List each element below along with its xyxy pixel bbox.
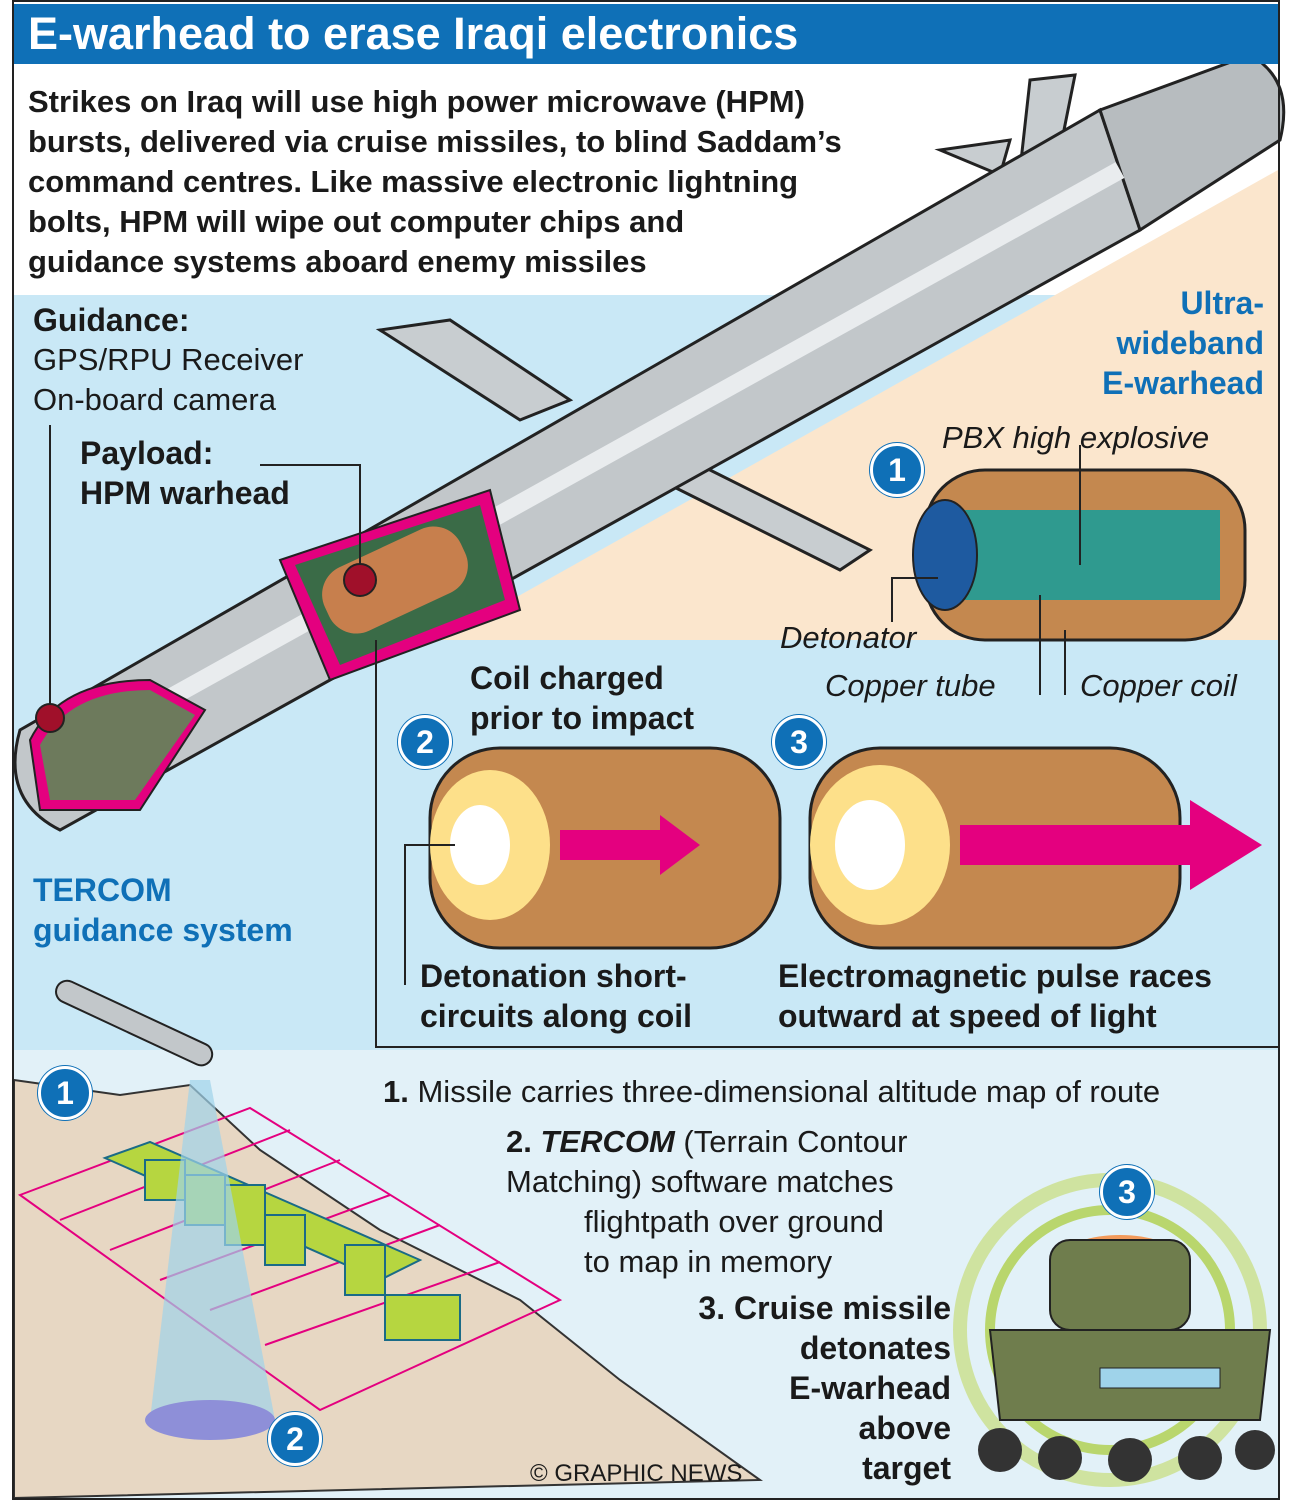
stage-2-caption: Coil charged prior to impact [470, 658, 694, 738]
step-text: Missile carries three-dimensional altitu… [417, 1074, 1161, 1109]
step-number: 1. [383, 1074, 409, 1109]
frame [12, 0, 1280, 1500]
warhead-label: Ultra- wideband E-warhead [1102, 283, 1264, 403]
intro-line: bolts, HPM will wipe out computer chips … [28, 204, 685, 239]
warhead-cylinder-3 [808, 746, 1262, 950]
stage-2-badge: 2 [398, 715, 452, 769]
copper-tube-label: Copper tube [825, 668, 996, 703]
intro-line: bursts, delivered via cruise missiles, t… [28, 124, 842, 159]
intro-line: Strikes on Iraq will use high power micr… [28, 84, 805, 119]
step-text: above [858, 1410, 951, 1446]
tercom-marker-2: 2 [268, 1412, 322, 1466]
detonator-label: Detonator [780, 620, 917, 655]
tercom-heading-line: TERCOM [33, 872, 172, 908]
step-text: (Terrain Contour [674, 1124, 908, 1159]
sensor-beam [150, 1080, 275, 1420]
stage-3-badge: 3 [772, 715, 826, 769]
payload-line: HPM warhead [80, 475, 290, 511]
warhead-label-line: Ultra- [1180, 285, 1264, 321]
intro-line: command centres. Like massive electronic… [28, 164, 799, 199]
guidance-heading: Guidance: [33, 302, 190, 338]
tercom-marker-1: 1 [38, 1066, 92, 1120]
payload-heading: Payload: [80, 435, 214, 471]
description-line: outward at speed of light [778, 998, 1157, 1034]
step-text: Matching) software matches [506, 1164, 894, 1199]
warhead-cylinder-2 [404, 746, 782, 985]
caption-line: prior to impact [470, 700, 695, 736]
intro-text: Strikes on Iraq will use high power micr… [28, 82, 928, 282]
step-text: flightpath over ground [584, 1204, 884, 1239]
step-2: 2. TERCOM (Terrain Contour Matching) sof… [506, 1122, 907, 1282]
step-text: Cruise missile [734, 1290, 951, 1326]
small-missile [55, 979, 214, 1067]
guidance-line: On-board camera [33, 382, 276, 417]
step-emphasis: TERCOM [540, 1124, 675, 1159]
warhead-label-line: E-warhead [1102, 365, 1264, 401]
credit: © GRAPHIC NEWS [530, 1460, 743, 1487]
target-vehicle [953, 1173, 1275, 1487]
warhead-stages-panel [375, 640, 1280, 1048]
step-text: target [862, 1450, 951, 1486]
step-number: 3. [698, 1290, 726, 1326]
warhead-cylinder-1 [891, 445, 1247, 695]
ground-footprint [145, 1400, 275, 1440]
intro-line: guidance systems aboard enemy missiles [28, 244, 647, 279]
step-text: to map in memory [584, 1244, 833, 1279]
tercom-heading: TERCOM guidance system [33, 870, 293, 950]
pbx-label: PBX high explosive [942, 420, 1210, 455]
warhead-label-line: wideband [1116, 325, 1264, 361]
caption-line: Coil charged [470, 660, 664, 696]
step-text: E-warhead [789, 1370, 951, 1406]
stage-1-badge: 1 [870, 443, 924, 497]
tercom-marker-3: 3 [1100, 1165, 1154, 1219]
payload-label: Payload: HPM warhead [80, 433, 290, 513]
stage-2-description: Detonation short- circuits along coil [420, 956, 692, 1036]
guidance-line: GPS/RPU Receiver [33, 342, 304, 377]
step-text: detonates [799, 1330, 951, 1366]
guidance-label: Guidance: GPS/RPU Receiver On-board came… [33, 300, 303, 420]
description-line: circuits along coil [420, 998, 693, 1034]
copper-coil-label: Copper coil [1080, 668, 1237, 703]
step-number: 2. [506, 1124, 532, 1159]
description-line: Detonation short- [420, 958, 687, 994]
stage-3-description: Electromagnetic pulse races outward at s… [778, 956, 1212, 1036]
step-3: 3. Cruise missile detonates E-warhead ab… [698, 1288, 951, 1488]
page-title: E-warhead to erase Iraqi electronics [14, 4, 1278, 64]
payload-pin [343, 563, 377, 597]
guidance-pin [35, 703, 65, 733]
missile-body [13, 53, 1286, 832]
description-line: Electromagnetic pulse races [778, 958, 1212, 994]
step-1: 1. Missile carries three-dimensional alt… [383, 1072, 1160, 1112]
payload-leader [260, 464, 361, 575]
tercom-heading-line: guidance system [33, 912, 293, 948]
